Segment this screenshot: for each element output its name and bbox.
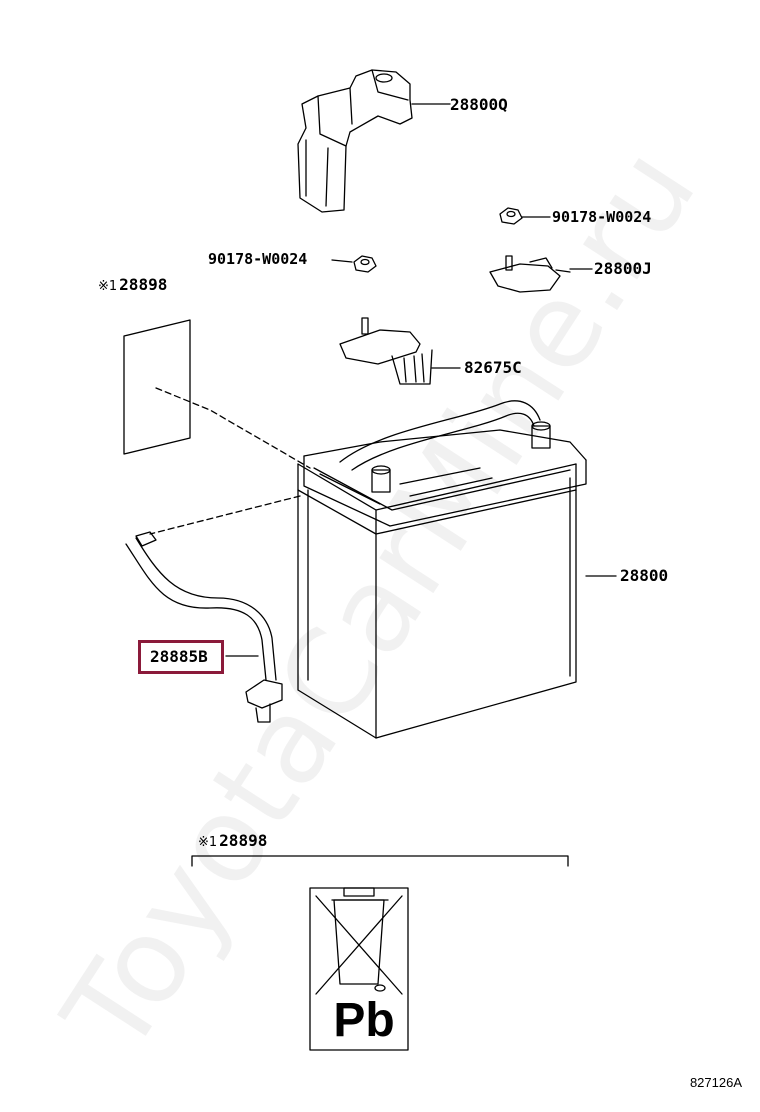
terminal-part[interactable]	[489, 255, 593, 293]
label-bracket	[191, 855, 569, 867]
label-28898-top-text: 28898	[119, 275, 168, 294]
label-sheet-top-part[interactable]	[123, 319, 311, 469]
label-28800q[interactable]: 28800Q	[450, 95, 508, 114]
highlight-box	[138, 640, 224, 674]
diagram-id: 827126A	[689, 1075, 742, 1090]
nut-left-part[interactable]	[331, 255, 377, 273]
label-28800[interactable]: 28800	[620, 566, 669, 585]
note-mark-bottom: ※1	[198, 835, 218, 850]
label-28885b[interactable]: 28885B	[150, 647, 208, 666]
note-mark: ※1	[98, 279, 118, 294]
battery-part[interactable]	[149, 400, 617, 739]
label-90178-left[interactable]: 90178-W0024	[208, 250, 308, 268]
label-28800j[interactable]: 28800J	[594, 259, 652, 278]
label-28898-bottom-text: 28898	[219, 831, 268, 850]
nut-right-part[interactable]	[499, 207, 551, 225]
clamp-cover-part[interactable]	[297, 69, 451, 213]
label-82675c[interactable]: 82675C	[464, 358, 522, 377]
vent-hose-part[interactable]	[125, 531, 283, 723]
sensor-connector-part[interactable]	[339, 317, 461, 385]
label-90178-right[interactable]: 90178-W0024	[552, 208, 652, 226]
pb-symbol: Pb	[333, 994, 395, 1047]
weee-label-icon	[309, 887, 409, 1051]
